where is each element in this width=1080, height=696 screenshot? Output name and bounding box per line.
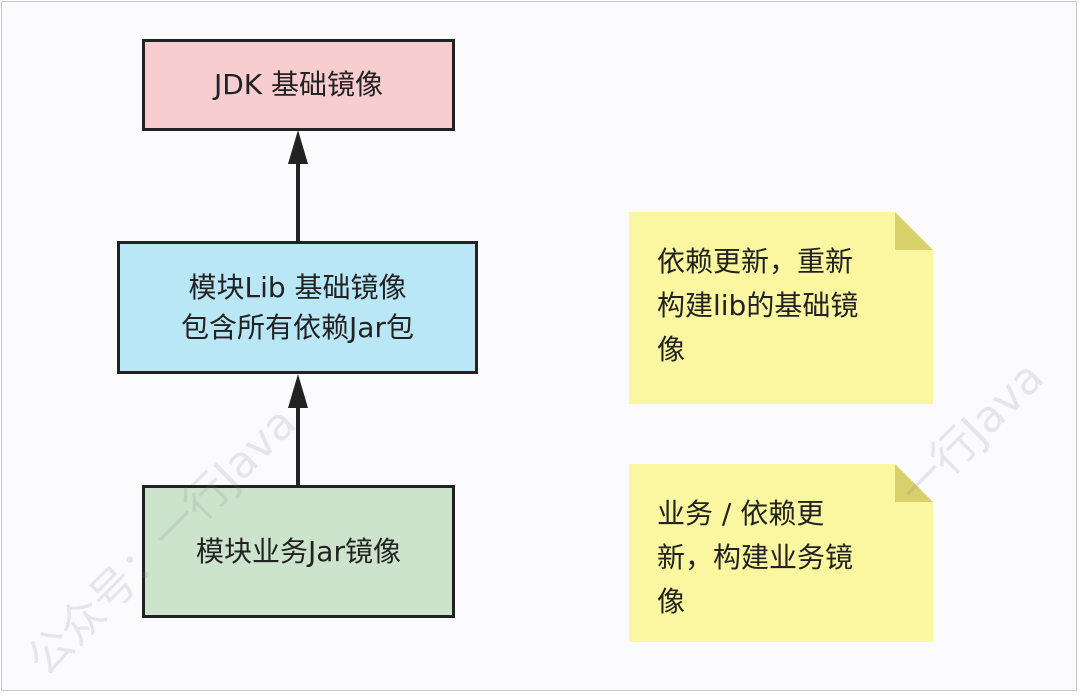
arrow-lib-to-jdk	[288, 130, 308, 241]
lib-base-image-line2: 包含所有依赖Jar包	[181, 310, 414, 344]
note-lib-line: 像	[657, 333, 686, 366]
note-business-text: 业务 / 依赖更 新，构建业务镜 像	[657, 492, 903, 624]
business-jar-image-box: 模块业务Jar镜像	[142, 485, 455, 618]
business-jar-image-label: 模块业务Jar镜像	[196, 534, 401, 568]
sticky-note-shape	[629, 464, 933, 642]
note-business-rebuild: 业务 / 依赖更 新，构建业务镜 像	[629, 464, 933, 642]
note-lib-line: 构建lib的基础镜	[657, 289, 859, 322]
lib-base-image-box: 模块Lib 基础镜像 包含所有依赖Jar包	[117, 241, 478, 374]
lib-base-image-line1: 模块Lib 基础镜像	[188, 270, 407, 304]
note-business-line: 业务 / 依赖更	[657, 497, 825, 530]
note-business-line: 新，构建业务镜	[657, 541, 854, 574]
jdk-base-image-label: JDK 基础镜像	[213, 68, 384, 101]
note-lib-text: 依赖更新，重新 构建lib的基础镜 像	[657, 240, 903, 372]
note-lib-rebuild: 依赖更新，重新 构建lib的基础镜 像	[629, 212, 933, 404]
sticky-note-shape	[629, 212, 933, 404]
arrow-app-to-lib	[288, 374, 308, 485]
note-business-line: 像	[657, 585, 686, 618]
note-lib-line: 依赖更新，重新	[657, 245, 854, 278]
jdk-base-image-box: JDK 基础镜像	[142, 39, 455, 131]
